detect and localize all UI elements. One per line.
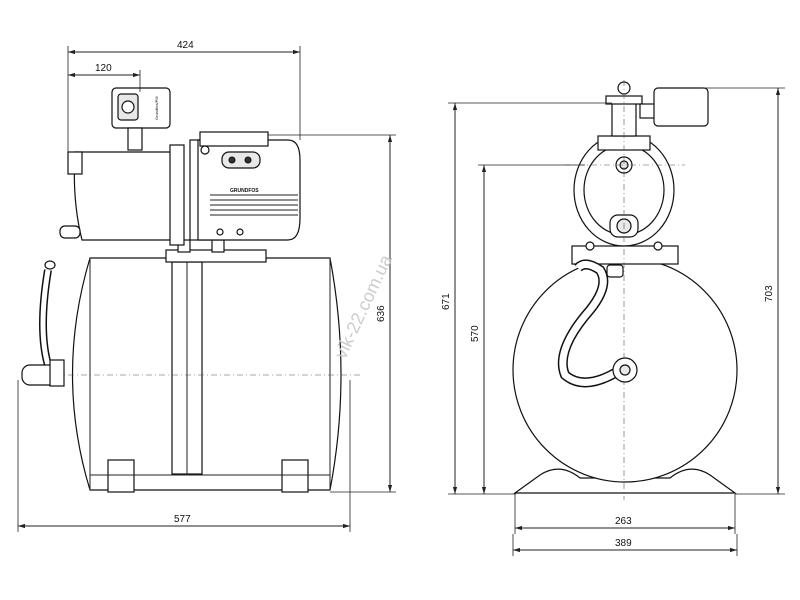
- dim-389: 389: [512, 534, 738, 556]
- side-pump: GRUNDFOS: [59, 131, 301, 246]
- dim-570-label: 570: [470, 325, 481, 342]
- dim-263: 263: [514, 494, 736, 534]
- front-hose: [557, 259, 638, 388]
- front-view: 671 570 703 263 389: [441, 80, 785, 556]
- brand-label: GRUNDFOS: [230, 188, 259, 194]
- dim-671-label: 671: [441, 293, 452, 310]
- side-hose: [21, 260, 65, 387]
- dim-389-label: 389: [615, 538, 632, 549]
- gauge-label: Grundfos/PM: [154, 96, 159, 120]
- dim-263-label: 263: [615, 516, 632, 527]
- dim-703-label: 703: [764, 285, 775, 302]
- dim-570: 570: [470, 164, 585, 494]
- pressure-switch: Grundfos/PM: [111, 87, 171, 151]
- dim-424: 424: [67, 40, 301, 152]
- dim-577: 577: [17, 380, 351, 532]
- dim-636-label: 636: [376, 305, 387, 322]
- side-view: GRUNDFOS Grundfos/PM 424: [17, 40, 396, 532]
- dim-671: 671: [441, 102, 612, 495]
- side-tank: [55, 257, 360, 493]
- dim-703: 703: [700, 87, 785, 495]
- dim-577-label: 577: [174, 514, 191, 525]
- dim-120-label: 120: [95, 63, 112, 74]
- dim-424-label: 424: [177, 40, 194, 51]
- dim-120: 120: [68, 63, 141, 92]
- front-pump: [565, 80, 709, 500]
- dim-636: 636: [268, 134, 396, 493]
